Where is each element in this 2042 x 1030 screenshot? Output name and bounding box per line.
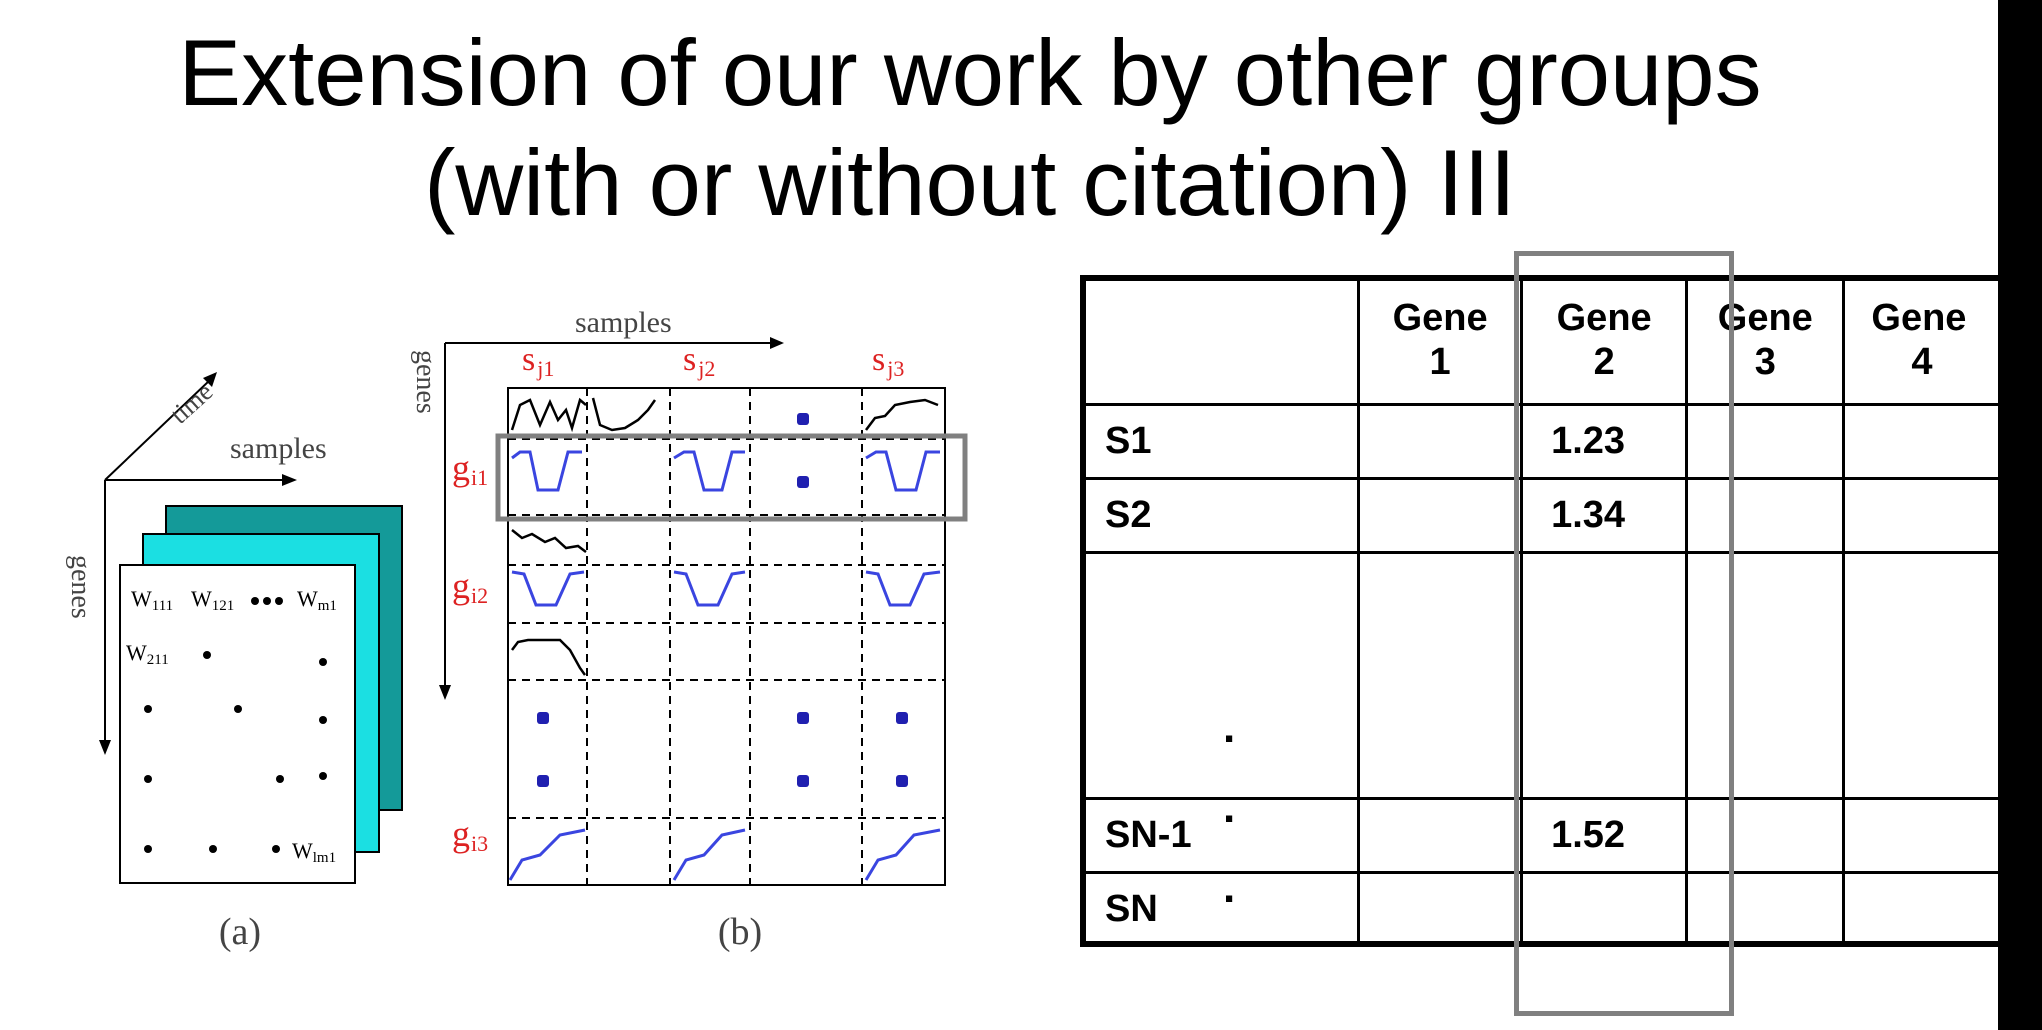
- slide-title-line-2: (with or without citation) III: [424, 130, 1516, 235]
- matrix-dots: [144, 597, 327, 853]
- row-label-gi2: gi2: [452, 566, 488, 608]
- header-cell-empty: [1080, 275, 1361, 406]
- highlight-row-box: [495, 433, 968, 522]
- ellipsis-dot: .: [1223, 702, 1236, 752]
- right-edge-bar: [1998, 0, 2042, 1030]
- pattern-dots: [537, 413, 908, 787]
- ellipsis-dot: .: [1223, 782, 1236, 832]
- row-label: SN: [1080, 871, 1361, 947]
- table-cell: [1685, 797, 1846, 874]
- figure-a: time samples genes W111 W121 Wm1 W211 Wl…: [65, 372, 403, 953]
- row-label: S2: [1080, 477, 1361, 554]
- samples-axis-label-a: samples: [230, 432, 327, 465]
- column-labels: sj1 sj2 sj3: [522, 341, 904, 381]
- table-row: S2 1.34: [1080, 477, 2042, 554]
- table-cell: [1357, 797, 1524, 874]
- table-cell: [1357, 871, 1524, 947]
- table-cell: [1685, 871, 1846, 947]
- table-cell: [1685, 403, 1846, 480]
- table-cell: [1357, 477, 1524, 554]
- samples-axis-arrow-b: [770, 337, 784, 349]
- table-cell: [1520, 551, 1689, 800]
- time-axis-arrow: [203, 372, 217, 387]
- grid-dashed-lines: [508, 388, 945, 885]
- caption-b: (b): [718, 911, 762, 953]
- ellipsis-cell: . . .: [1080, 551, 1361, 909]
- genes-axis-label-a: genes: [65, 555, 96, 619]
- table-cell: [1357, 551, 1524, 800]
- noise-traces: [510, 397, 939, 676]
- gene-sample-grid: [507, 387, 946, 886]
- highlight-column-box: [1514, 251, 1734, 1016]
- row-label: SN-1: [1080, 797, 1361, 874]
- table-cell: [1685, 551, 1846, 800]
- ellipsis-dot: .: [1223, 862, 1236, 912]
- samples-axis-arrow: [282, 474, 297, 486]
- row-label-gi1: gi1: [452, 448, 488, 490]
- col-label-sj3: sj3: [872, 341, 904, 381]
- table-row: S1 1.23: [1080, 403, 2042, 480]
- time-axis-line: [104, 379, 211, 481]
- figure-panels: time samples genes W111 W121 Wm1 W211 Wl…: [65, 306, 968, 953]
- table-cell-gene2: 1.23: [1520, 403, 1689, 480]
- slide-title-line-1: Extension of our work by other groups: [178, 20, 1762, 125]
- row-label: S1: [1080, 403, 1361, 480]
- table-cell-gene2: 1.34: [1520, 477, 1689, 554]
- table-cell: [1685, 477, 1846, 554]
- col-label-sj1: sj1: [522, 341, 554, 381]
- caption-a: (a): [219, 911, 261, 953]
- figure-b: samples genes sj1 sj2 sj3 gi1 gi2 gi3: [410, 306, 968, 953]
- col-label-sj2: sj2: [683, 341, 715, 381]
- genes-axis-label-b: genes: [410, 350, 441, 414]
- time-layer-front: [119, 564, 356, 884]
- samples-axis-label-b: samples: [575, 306, 672, 339]
- table-cell-gene2: 1.52: [1520, 797, 1689, 874]
- genes-axis-arrow-b: [439, 685, 451, 700]
- pattern-traces: [508, 450, 941, 881]
- row-labels: gi1 gi2 gi3: [452, 448, 488, 856]
- table-cell: [1357, 403, 1524, 480]
- genes-axis-arrow: [99, 740, 111, 755]
- row-label-gi3: gi3: [452, 814, 488, 856]
